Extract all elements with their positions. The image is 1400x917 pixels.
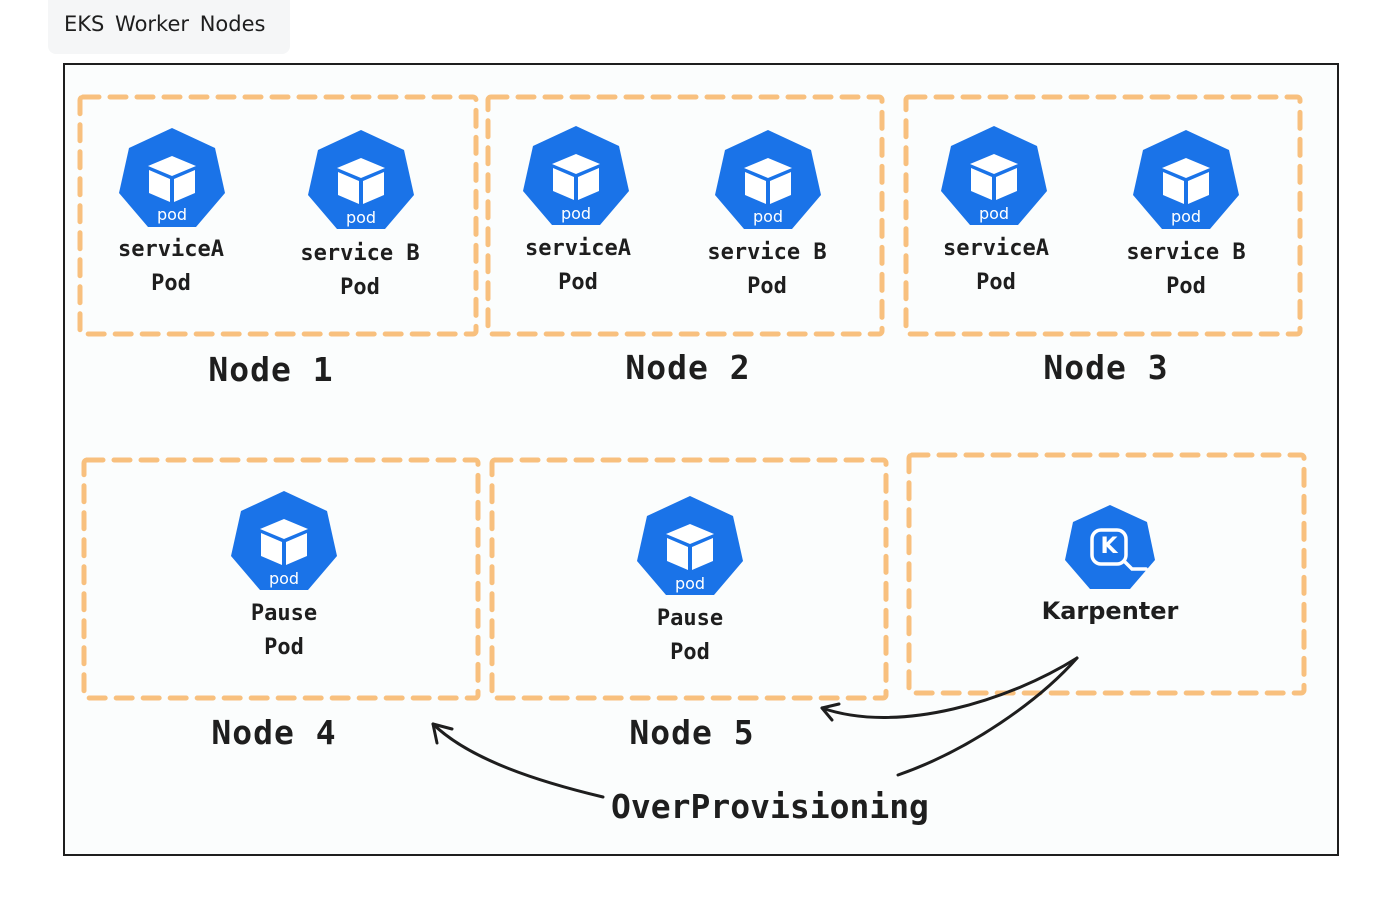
- karpenter-box: [906, 452, 1307, 696]
- pod-icon: pod: [118, 126, 226, 228]
- node-2-title: Node 2: [625, 348, 751, 387]
- arrow-to-node-4-head: [431, 722, 454, 745]
- arrow-to-node-5-head: [820, 702, 841, 722]
- node-5-box: [489, 457, 889, 701]
- node-5-title: Node 5: [629, 713, 755, 752]
- node-2-box: [485, 94, 885, 337]
- canvas-tab-title: EKS Worker Nodes: [64, 12, 266, 36]
- pod-icon: pod: [230, 489, 338, 591]
- pod-icon-text: pod: [1170, 207, 1202, 226]
- pod-icon: pod: [940, 124, 1048, 226]
- pod-icon: pod: [307, 128, 415, 230]
- pod-icon-text: pod: [268, 569, 300, 588]
- pod-icon: pod: [1132, 128, 1240, 230]
- pod-icon-text: pod: [674, 574, 706, 593]
- pod-icon-text: pod: [560, 204, 592, 223]
- overprovisioning-label: OverProvisioning: [611, 787, 929, 826]
- node-4-title: Node 4: [211, 713, 337, 752]
- arrow-karpenter-to-node-5: [820, 656, 1079, 719]
- pod-icon: pod: [636, 494, 744, 596]
- arrow-karpenter-to-overprovisioning: [896, 656, 1079, 777]
- pod-icon-text: pod: [978, 204, 1010, 223]
- canvas-tab[interactable]: EKS Worker Nodes: [48, 0, 290, 54]
- node-4-box: [81, 457, 481, 701]
- pod-icon-text: pod: [156, 205, 188, 224]
- node-3-box: [903, 94, 1303, 337]
- karpenter-icon-letter: K: [1100, 534, 1118, 559]
- pod-icon-text: pod: [345, 208, 377, 227]
- pod-icon: pod: [522, 124, 630, 226]
- arrow-to-node-4: [431, 722, 605, 799]
- pod-icon: pod: [714, 128, 822, 230]
- node-1-title: Node 1: [208, 350, 334, 389]
- pod-icon-text: pod: [752, 207, 784, 226]
- karpenter-label: Karpenter: [1041, 597, 1179, 625]
- node-1-box: [77, 94, 479, 337]
- karpenter-icon: K: [1064, 503, 1156, 591]
- node-3-title: Node 3: [1043, 348, 1169, 387]
